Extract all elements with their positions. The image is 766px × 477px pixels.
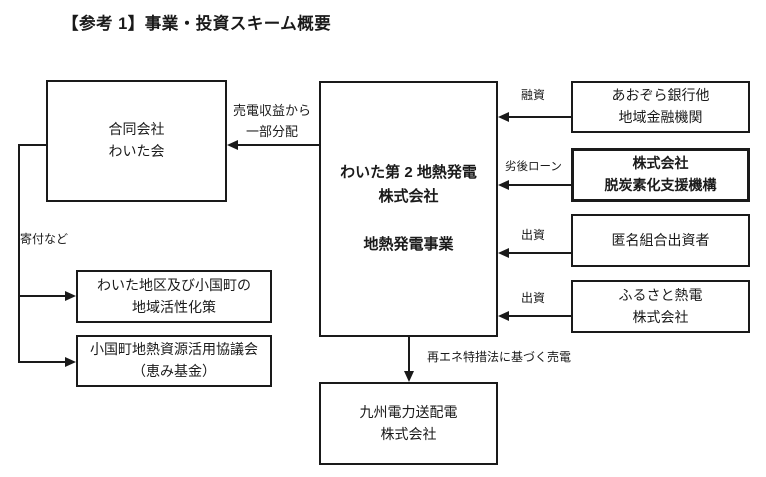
- edge-label-loan: 融資: [521, 88, 546, 102]
- connector-branch1-line: [19, 295, 67, 297]
- box-oguni-council-megumi-fund: 小国町地熱資源活用協議会 （恵み基金）: [76, 335, 272, 387]
- connector-loan-line: [507, 116, 571, 118]
- arrowhead-left-icon: [227, 140, 238, 150]
- connector-investment2-line: [507, 315, 571, 317]
- box-aozora-bank: あおぞら銀行他 地域金融機関: [571, 81, 750, 133]
- edge-label-investment-2: 出資: [521, 291, 546, 305]
- connector-subordinated-loan-line: [507, 184, 571, 186]
- arrowhead-left-icon: [498, 311, 509, 321]
- arrowhead-left-icon: [498, 248, 509, 258]
- edge-label-profit-share: 売電収益から 一部分配: [232, 103, 311, 139]
- box-regional-revitalization: わいた地区及び小国町の 地域活性化策: [76, 270, 272, 323]
- page-title: 【参考 1】事業・投資スキーム概要: [62, 15, 332, 33]
- box-furusato-netsuden: ふるさと熱電 株式会社: [571, 280, 750, 333]
- box-decarbonization-support-org: 株式会社 脱炭素化支援機構: [571, 148, 750, 202]
- box-waita-no2-geothermal: わいた第 2 地熱発電 株式会社 地熱発電事業: [319, 81, 498, 337]
- connector-branch2-line: [19, 361, 67, 363]
- arrowhead-left-icon: [498, 180, 509, 190]
- arrowhead-right-icon: [65, 291, 76, 301]
- arrowhead-right-icon: [65, 357, 76, 367]
- connector-donation-vertical-line: [18, 144, 20, 363]
- box-anonymous-partnership-investors: 匿名組合出資者: [571, 214, 750, 267]
- edge-label-subordinated-loan: 劣後ローン: [505, 161, 562, 173]
- connector-investment1-line: [507, 252, 571, 254]
- connector-donation-top-line: [19, 144, 46, 146]
- connector-profit-share-line: [236, 144, 319, 146]
- edge-label-investment-1: 出資: [521, 228, 546, 242]
- arrowhead-left-icon: [498, 112, 509, 122]
- box-goudou-kaisha-waitakai: 合同会社 わいた会: [46, 80, 227, 202]
- edge-label-donation: 寄付など: [20, 232, 69, 246]
- edge-label-power-sale: 再エネ特措法に基づく売電: [427, 350, 572, 364]
- arrowhead-down-icon: [404, 371, 414, 382]
- connector-power-sale-line: [408, 337, 410, 373]
- box-kyushu-electric-transmission: 九州電力送配電 株式会社: [319, 382, 498, 465]
